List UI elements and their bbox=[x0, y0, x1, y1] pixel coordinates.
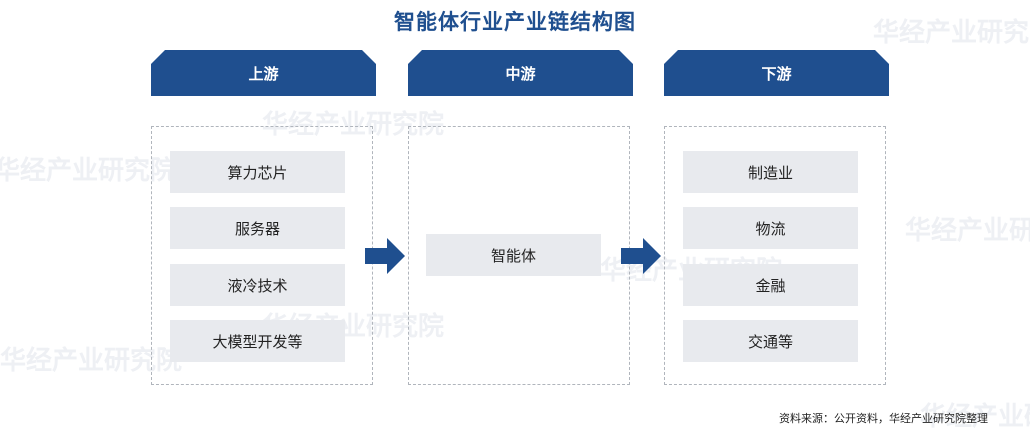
right-arrow-icon bbox=[365, 238, 405, 274]
list-item: 液冷技术 bbox=[170, 264, 345, 306]
source-note: 资料来源：公开资料，华经产业研究院整理 bbox=[779, 412, 988, 425]
downstream-header: 下游 bbox=[664, 50, 889, 96]
list-item: 制造业 bbox=[683, 151, 858, 193]
list-item: 服务器 bbox=[170, 207, 345, 249]
page-title: 智能体行业产业链结构图 bbox=[394, 10, 636, 34]
list-item: 金融 bbox=[683, 264, 858, 306]
midstream-box: 智能体 bbox=[408, 126, 630, 385]
list-item: 智能体 bbox=[426, 234, 601, 276]
right-arrow-icon bbox=[621, 238, 661, 274]
watermark: 华经产业研究院 bbox=[0, 156, 177, 186]
upstream-header: 上游 bbox=[151, 50, 376, 96]
midstream-header: 中游 bbox=[408, 50, 633, 96]
watermark: 华经产业研究院 bbox=[905, 216, 1030, 246]
list-item: 大模型开发等 bbox=[170, 320, 345, 362]
list-item: 物流 bbox=[683, 207, 858, 249]
upstream-box: 算力芯片 服务器 液冷技术 大模型开发等 bbox=[151, 126, 373, 385]
downstream-box: 制造业 物流 金融 交通等 bbox=[664, 126, 886, 385]
list-item: 交通等 bbox=[683, 320, 858, 362]
list-item: 算力芯片 bbox=[170, 151, 345, 193]
